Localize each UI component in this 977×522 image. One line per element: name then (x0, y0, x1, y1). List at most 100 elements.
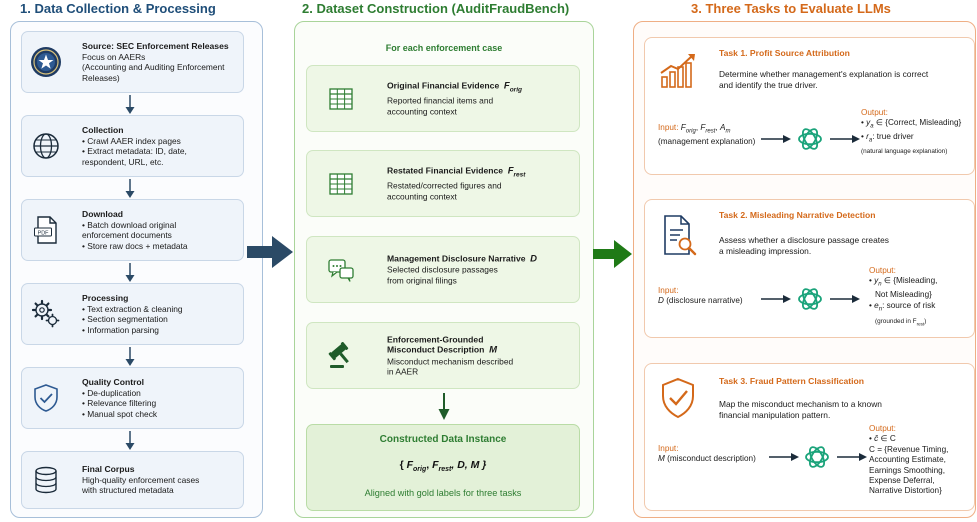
right-arrow-icon (830, 135, 860, 143)
column-title-tasks: 3. Three Tasks to Evaluate LLMs (691, 1, 891, 16)
card-line: Reported financial items and (387, 95, 494, 106)
card-symbol: D (530, 253, 538, 265)
card-line: from original filings (387, 275, 457, 286)
down-arrow-icon (125, 95, 135, 114)
card-title-2: Misconduct Description (387, 344, 485, 355)
step-title: Processing (82, 292, 129, 303)
step-final-corpus: Final Corpus High-quality enforcement ca… (21, 451, 244, 509)
task-description: Determine whether management's explanati… (719, 69, 929, 90)
construction-header: For each enforcement case (385, 43, 503, 53)
card-title: Original Financial Evidence (387, 80, 500, 91)
step-collection: Collection • Crawl AAER index pages • Ex… (21, 115, 244, 177)
right-arrow-icon (761, 295, 791, 303)
step-processing: Processing • Text extraction & cleaning … (21, 283, 244, 345)
step-line: with structured metadata (82, 485, 174, 496)
card-title: Restated Financial Evidence (387, 165, 504, 176)
instance-note: Aligned with gold labels for three tasks (364, 488, 522, 498)
instance-title: Constructed Data Instance (379, 434, 507, 445)
step-title: Final Corpus (82, 464, 135, 475)
globe-icon (33, 133, 59, 159)
step-line: • Store raw docs + metadata (82, 240, 188, 251)
instance-box: Constructed Data Instance { Forig, Frest… (306, 424, 580, 511)
collection-panel (10, 21, 263, 518)
card-line: Misconduct mechanism described (387, 356, 514, 366)
right-arrow-icon (761, 135, 791, 143)
gavel-icon (328, 341, 349, 368)
growth-chart-icon (660, 54, 695, 88)
step-line: • Section segmentation (82, 314, 168, 324)
step-source: Source: SEC Enforcement Releases Focus o… (21, 31, 244, 93)
down-arrow-icon (438, 393, 450, 420)
card-title: Enforcement-Grounded (387, 333, 484, 344)
card-disclosure-narrative: Management Disclosure Narrative D Select… (306, 236, 580, 303)
flow-arrow-icon (247, 236, 293, 268)
card-symbol: M (489, 344, 497, 356)
step-title: Collection (82, 124, 124, 135)
svg-text:PDF: PDF (38, 230, 49, 236)
document-search-icon (664, 215, 697, 256)
task-output: Output: • ya ∈ {Correct, Misleading} • r… (861, 108, 962, 155)
step-line: (Accounting and Auditing Enforcement (82, 62, 225, 72)
step-line: Focus on AAERs (82, 51, 146, 62)
down-arrow-icon (125, 347, 135, 366)
step-line: • De-duplication (82, 387, 141, 398)
down-arrow-icon (125, 263, 135, 282)
column-title-collection: 1. Data Collection & Processing (20, 1, 216, 16)
task-description: Assess whether a disclosure passage crea… (719, 235, 889, 256)
task-title: Task 2. Misleading Narrative Detection (719, 210, 876, 220)
step-line: • Crawl AAER index pages (82, 135, 181, 146)
chat-bubbles-icon (328, 258, 354, 282)
table-icon (329, 172, 353, 195)
sec-seal-icon (31, 47, 61, 77)
card-misconduct-description: Enforcement-Grounded Misconduct Descript… (306, 322, 580, 389)
flow-arrow-icon (593, 240, 632, 268)
column-title-construction: 2. Dataset Construction (AuditFraudBench… (302, 1, 570, 16)
task-output: Output: • ĉ ∈ C C = {Revenue Timing, Acc… (869, 424, 949, 496)
step-title: Download (82, 208, 124, 219)
step-download: PDF Download • Batch download original e… (21, 199, 244, 261)
step-line: High-quality enforcement cases (82, 474, 200, 485)
database-icon (35, 466, 57, 494)
step-line: • Text extraction & cleaning (82, 303, 183, 314)
card-line: accounting context (387, 106, 457, 117)
step-line: • Extract metadata: ID, date, (82, 146, 187, 156)
step-line: • Batch download original (82, 219, 177, 230)
step-line: • Information parsing (82, 324, 159, 335)
step-line: Releases) (82, 72, 120, 83)
llm-logo-icon (798, 288, 822, 310)
gears-icon (31, 299, 60, 328)
task-output: Output: • yn ∈ {Misleading, Not Misleadi… (869, 266, 938, 327)
down-arrow-icon (125, 431, 135, 450)
task-input: Input: D (disclosure narrative) (658, 286, 743, 306)
card-symbol: Forig (503, 80, 522, 94)
instance-tuple: { Forig, Frest, D, M } (399, 459, 487, 474)
card-line: Restated/corrected figures and (387, 180, 502, 191)
card-line: accounting context (387, 191, 457, 202)
step-title: Quality Control (82, 376, 145, 387)
task-input: Input: Forig, Frest, Am (management expl… (658, 123, 756, 147)
step-line: • Manual spot check (82, 408, 158, 419)
right-arrow-icon (830, 295, 860, 303)
card-line: Selected disclosure passages (387, 264, 498, 275)
shield-check-icon (34, 384, 58, 412)
table-icon (329, 87, 353, 110)
card-original-evidence: Original Financial Evidence Forig Report… (306, 65, 580, 132)
task-profit-source: Task 1. Profit Source Attribution Determ… (644, 37, 975, 175)
task-fraud-pattern: Task 3. Fraud Pattern Classification Map… (644, 363, 975, 511)
right-arrow-icon (769, 453, 799, 461)
task-input: Input: M (misconduct description) (658, 444, 756, 464)
step-title: Source: SEC Enforcement Releases (82, 40, 229, 51)
down-arrow-icon (125, 179, 135, 198)
card-restated-evidence: Restated Financial Evidence Frest Restat… (306, 150, 580, 217)
llm-logo-icon (805, 446, 829, 468)
card-title: Management Disclosure Narrative (387, 253, 526, 264)
pdf-file-icon: PDF (34, 216, 57, 244)
task-description: Map the misconduct mechanism to a known … (719, 399, 882, 420)
step-line: enforcement documents (82, 230, 172, 240)
card-symbol: Frest (507, 165, 526, 179)
task-title: Task 1. Profit Source Attribution (719, 48, 850, 58)
shield-check-icon (662, 377, 694, 419)
right-arrow-icon (837, 453, 867, 461)
task-title: Task 3. Fraud Pattern Classification (719, 376, 865, 386)
